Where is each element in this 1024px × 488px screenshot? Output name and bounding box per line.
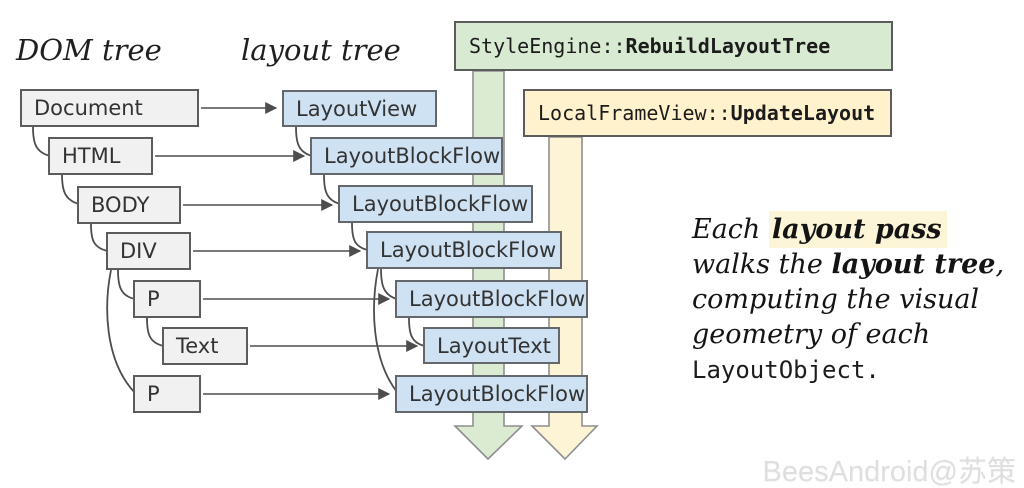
call-method: RebuildLayoutTree <box>625 34 831 58</box>
watermark: BeesAndroid@苏策 <box>762 456 1017 488</box>
dom-node-p-1: P <box>133 280 201 318</box>
layout-tree-connectors <box>295 126 426 393</box>
caption-line-4: geometry of each <box>692 319 931 350</box>
caption-line-3: computing the visual <box>692 284 980 315</box>
caption-text: Each layout pass walks the layout tree, … <box>692 211 1012 388</box>
dom-tree-connectors <box>32 126 165 394</box>
dom-tree-heading: DOM tree <box>16 33 162 67</box>
update-layout-call-box: LocalFrameView::UpdateLayout <box>523 89 892 137</box>
call-scope: StyleEngine:: <box>469 34 626 58</box>
dom-node-document: Document <box>20 89 199 127</box>
dom-node-text: Text <box>162 327 248 365</box>
layout-node-layoutblockflow-2: LayoutBlockFlow <box>338 185 533 223</box>
dom-node-body: BODY <box>77 186 181 224</box>
layout-node-layoutblockflow-1: LayoutBlockFlow <box>310 137 503 175</box>
caption-line-5: LayoutObject. <box>692 356 880 384</box>
layout-node-layoutblockflow-5: LayoutBlockFlow <box>395 375 588 413</box>
dom-node-html: HTML <box>48 137 153 175</box>
layout-tree-heading: layout tree <box>241 33 401 67</box>
caption-code-layoutobject: LayoutObject <box>692 356 866 384</box>
call-method: UpdateLayout <box>730 101 876 125</box>
dom-node-div: DIV <box>106 232 191 270</box>
layout-node-layoutview: LayoutView <box>282 90 437 127</box>
caption-line-1: Each layout pass <box>692 211 1012 248</box>
dom-node-p-2: P <box>133 375 201 413</box>
rebuild-layout-tree-call-box: StyleEngine::RebuildLayoutTree <box>454 21 893 71</box>
layout-node-layoutblockflow-3: LayoutBlockFlow <box>366 231 562 269</box>
caption-line-2: walks the layout tree, <box>692 249 1005 280</box>
caption-highlight-layout-pass: layout pass <box>768 211 947 248</box>
dom-to-layout-arrows <box>155 102 419 400</box>
caption-bold-layout-tree: layout tree <box>831 249 996 280</box>
layout-node-layoutblockflow-4: LayoutBlockFlow <box>395 280 588 318</box>
layout-node-layouttext: LayoutText <box>423 327 560 364</box>
call-scope: LocalFrameView:: <box>538 101 731 125</box>
